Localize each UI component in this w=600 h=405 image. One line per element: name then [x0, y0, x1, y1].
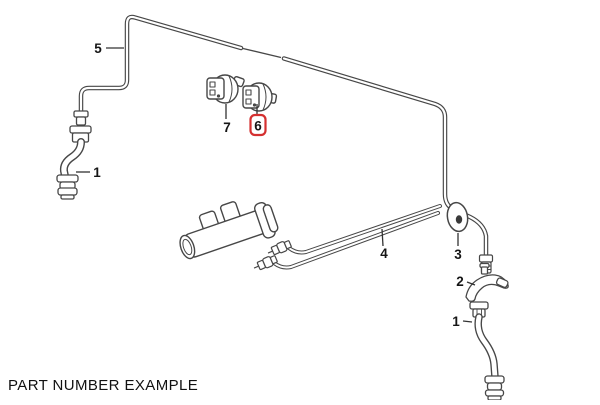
callout-4[interactable]: 4: [380, 246, 388, 261]
line-fitting-lower: [253, 255, 278, 271]
grommet-3-drawing: [446, 201, 469, 233]
switch-6-drawing: [242, 82, 278, 112]
callout-2[interactable]: 2: [456, 274, 464, 289]
callout-7[interactable]: 7: [223, 120, 231, 135]
brake-lines-4-drawing: [272, 204, 442, 270]
pipe-joint-line: [242, 47, 282, 59]
pipe-5-drawing: [78, 14, 282, 116]
callout-3[interactable]: 3: [454, 247, 462, 262]
line-fitting-upper: [267, 240, 292, 256]
callout-1-right-leader: [462, 320, 473, 323]
clutch-pipe-drawing: [281, 56, 489, 259]
highlight-box-6: [249, 113, 267, 137]
hose-1-right-drawing: [469, 301, 505, 401]
callout-leader-lines: [76, 47, 476, 323]
master-cylinder-drawing: [179, 201, 279, 260]
switch-7-drawing: [206, 74, 245, 104]
bracket-2-drawing: [465, 262, 509, 302]
callout-6-highlighted[interactable]: 6: [254, 119, 262, 134]
callout-4-leader: [381, 228, 384, 247]
hose-1-left-drawing: [56, 110, 92, 200]
callout-1-left[interactable]: 1: [93, 165, 101, 180]
caption-part-number-example: PART NUMBER EXAMPLE: [8, 377, 199, 394]
callout-2-leader: [466, 281, 476, 286]
callout-1-right[interactable]: 1: [452, 314, 460, 329]
callout-5[interactable]: 5: [94, 41, 102, 56]
